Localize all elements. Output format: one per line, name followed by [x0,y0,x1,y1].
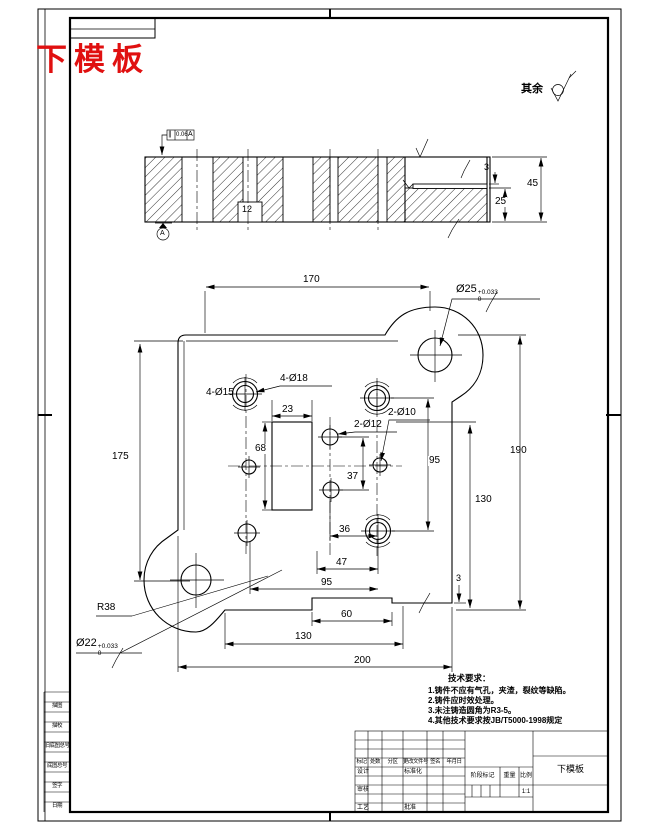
guide-hole-top [410,330,462,382]
plate-outline [143,306,484,633]
margin-cell-signature: 签字 [51,783,63,789]
margin-cell-old-master: 旧底图总号 [44,743,70,749]
dim-95-right: 95 [428,455,442,466]
tb-header-count: 处数 [369,759,381,765]
dim-47: 47 [336,557,348,568]
tolerance-value: 0.06 [176,132,188,138]
tb-header-zone: 分区 [387,759,398,765]
guide-hole-bottom [170,553,224,608]
tech-req-title: 技术要求： [448,673,491,683]
tb-header-mark: 标记 [356,759,367,765]
tech-req-item: 3.未注铸造圆角为R3-5。 [428,706,517,715]
label-2d12: 2-Ø12 [354,419,382,430]
dim-175: 175 [112,451,129,462]
dim-23: 23 [282,404,294,415]
margin-cell-date: 日期 [51,803,63,809]
tb-scale-label: 比例 [519,773,532,779]
tb-role-review: 审核 [357,787,370,793]
surface-others-label: 其余 [521,83,543,95]
plan-view [76,284,540,672]
leaders [76,291,540,669]
bore25-tol-lower: 0 [477,295,482,303]
margin-cell-tracing: 描图 [51,703,63,709]
dim-130-bottom: 130 [295,631,312,642]
surface-finish-symbol [550,70,577,102]
dim-37: 37 [347,471,359,482]
dim-190: 190 [510,445,527,456]
dim-height45: 45 [526,178,540,189]
dim-130-right: 130 [474,494,493,505]
margin-cell-check: 描校 [51,723,63,729]
tech-req-item: 2.铸件应时效处理。 [428,696,499,705]
tb-header-sign: 签名 [429,759,441,765]
plan-dimensions [134,284,526,672]
bore25-tol-upper: +0.033 [477,289,498,296]
tb-weight-label: 重量 [503,773,516,779]
dim-depth25: 25 [494,196,508,207]
tb-stage-label: 阶段标记 [470,773,495,779]
bore22-dia: Ø22 [76,637,97,649]
bore25-dia: Ø25 [456,283,477,295]
tb-scale-value: 1:1 [521,789,531,795]
dim-plate3: 3 [484,162,490,172]
tb-role-design: 设计 [357,769,370,775]
roughness-icon [415,138,471,239]
label-4d15: 4-Ø15 [206,387,234,398]
label-4d18: 4-Ø18 [280,373,308,384]
dim-step3: 3 [456,573,462,583]
tb-role-approve: 批准 [404,805,417,811]
dim-95-bottom: 95 [321,577,333,588]
dim-200: 200 [354,655,371,666]
dim-36: 36 [338,524,352,535]
dim-step12: 12 [242,204,253,214]
dim-170: 170 [303,274,320,285]
label-2d10: 2-Ø10 [388,407,416,418]
tb-part-name: 下模板 [556,764,584,774]
bore22-tol-upper: +0.033 [97,643,118,650]
margin-cell-master-no: 底图总号 [46,763,68,769]
tb-role-standardize: 标准化 [404,769,423,775]
dim-68: 68 [254,443,268,454]
tolerance-datum: A [188,131,193,138]
margin-column-grid [43,691,70,812]
label-r38: R38 [97,602,116,613]
datum-letter: A [160,230,165,237]
bore22-tol-lower: 0 [97,649,102,657]
datum-symbol [155,222,172,241]
section-dimensions [489,156,547,223]
tb-role-process: 工艺 [357,805,370,811]
section-view [144,129,547,241]
sheet-frame [37,8,622,822]
tech-req-item: 4.其他技术要求按JB/T5000-1998规定 [428,716,563,725]
dim-60: 60 [341,609,353,620]
red-stamp-title: 下模板 [36,42,150,77]
tech-req-item: 1.铸件不应有气孔，夹渣，裂纹等缺陷。 [428,686,571,695]
tb-header-date: 年月日 [446,759,462,765]
tolerance-frame [159,129,195,155]
tb-header-docno: 更改文件号 [403,759,429,765]
tolerance-symbol: ∥ [168,131,172,138]
title-block-grid [354,730,609,813]
